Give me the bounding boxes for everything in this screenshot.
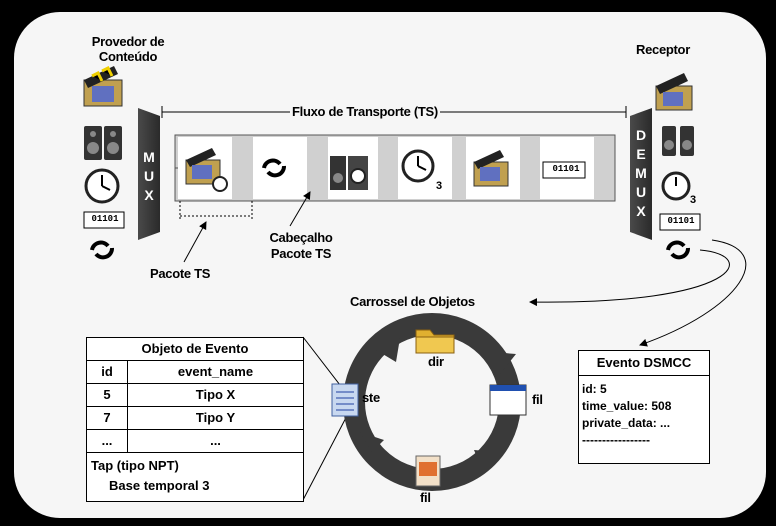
table-row: ... ... <box>87 430 303 453</box>
dsmcc-lines: id: 5 time_value: 508 private_data: ... … <box>582 381 671 449</box>
demux-letter: D <box>635 127 647 143</box>
table-cell-id: 7 <box>87 407 128 429</box>
packet-binary-box <box>542 161 586 179</box>
receiver-binary-box-icon <box>659 213 701 231</box>
mux-letter: M <box>143 149 155 165</box>
demux-letter: E <box>636 146 646 162</box>
ts-packet-arrow <box>183 221 207 263</box>
dsmcc-line: id: 5 <box>582 382 607 396</box>
header-label-line1: Cabeçalho <box>269 230 333 245</box>
packet-clock-subscript: 3 <box>436 180 442 192</box>
mux-block <box>138 108 160 240</box>
dsmcc-title: Evento DSMCC <box>579 351 709 376</box>
demux-letter: M <box>635 165 647 181</box>
receiver-binary-text: 01101 <box>667 216 695 226</box>
clock-icon <box>84 168 120 204</box>
table-header-id: id <box>87 361 128 383</box>
receiver-movie-clapper-icon <box>655 73 693 111</box>
mux-label: M U X <box>142 148 156 205</box>
folder-icon <box>415 329 455 354</box>
file-window-icon <box>489 384 527 416</box>
mux-letter: X <box>144 187 154 203</box>
table-row: 7 Tipo Y <box>87 407 303 430</box>
receiver-label: Receptor <box>636 42 690 57</box>
carousel-fil-right-label: fil <box>532 392 543 407</box>
packet-binary-text: 01101 <box>552 164 580 174</box>
packet-clapper-icon-1 <box>185 148 228 192</box>
dsmcc-line: private_data: ... <box>582 416 671 430</box>
dsmcc-event-box: Evento DSMCC id: 5 time_value: 508 priva… <box>578 350 710 464</box>
header-label: Cabeçalho Pacote TS <box>256 230 346 262</box>
receiver-recycle-icon <box>666 240 690 260</box>
table-cell-name: Tipo Y <box>195 410 236 425</box>
demux-label: D E M U X <box>634 126 648 221</box>
receiver-to-dsmcc-arrow <box>639 239 747 347</box>
receiver-to-carousel-arrow <box>529 249 730 307</box>
carousel-fil-bottom-label: fil <box>420 490 431 505</box>
ts-packet-bracket <box>179 201 253 220</box>
carousel-dir-label: dir <box>428 354 444 369</box>
table-cell-id: ... <box>87 430 128 452</box>
provider-label: Provedor de Conteúdo <box>78 34 178 64</box>
dsmcc-line: time_value: 508 <box>582 399 672 413</box>
receiver-clock-subscript: 3 <box>690 194 696 206</box>
receiver-speakers-icon <box>662 126 694 156</box>
dsmcc-line: ----------------- <box>582 433 650 447</box>
table-title: Objeto de Evento <box>141 341 249 356</box>
demux-letter: X <box>636 203 646 219</box>
table-tap-line2: Base temporal 3 <box>109 478 210 493</box>
receiver-clock-icon <box>661 171 691 201</box>
table-cell-name: ... <box>210 433 221 448</box>
carousel-label: Carrossel de Objetos <box>350 294 475 309</box>
mux-letter: U <box>143 168 155 184</box>
recycle-icon <box>90 240 114 260</box>
table-header-row: id event_name <box>87 361 303 384</box>
table-tap-block: Tap (tipo NPT) Base temporal 3 <box>91 456 209 496</box>
speakers-icon <box>84 126 122 160</box>
table-row: 5 Tipo X <box>87 384 303 407</box>
header-label-line2: Pacote TS <box>270 246 332 261</box>
demux-block <box>630 108 652 240</box>
carousel-ste-label: ste <box>362 390 380 405</box>
ts-stream-label: Fluxo de Transporte (TS) <box>290 104 440 119</box>
provider-binary-text: 01101 <box>91 214 119 224</box>
ts-packet-label: Pacote TS <box>150 266 211 281</box>
provider-label-line2: Conteúdo <box>98 49 158 64</box>
packet-clock-icon <box>401 149 435 183</box>
demux-letter: U <box>635 184 647 200</box>
packet-clapper-icon-2 <box>473 150 509 187</box>
header-arrow <box>289 191 311 227</box>
image-file-icon <box>415 455 441 487</box>
table-cell-name: Tipo X <box>195 387 236 402</box>
event-object-table: Objeto de Evento id event_name 5 Tipo X … <box>86 337 304 502</box>
binary-box-icon <box>83 211 125 229</box>
movie-clapper-icon <box>83 65 123 107</box>
table-tap-line1: Tap (tipo NPT) <box>91 458 179 473</box>
table-header-name: event_name <box>177 364 254 379</box>
packet-recycle-icon <box>262 158 286 178</box>
table-title-row: Objeto de Evento <box>87 338 303 361</box>
table-cell-id: 5 <box>87 384 128 406</box>
provider-label-line1: Provedor de <box>91 34 165 49</box>
packet-speakers-icon <box>330 156 368 190</box>
ste-document-icon <box>331 383 359 417</box>
